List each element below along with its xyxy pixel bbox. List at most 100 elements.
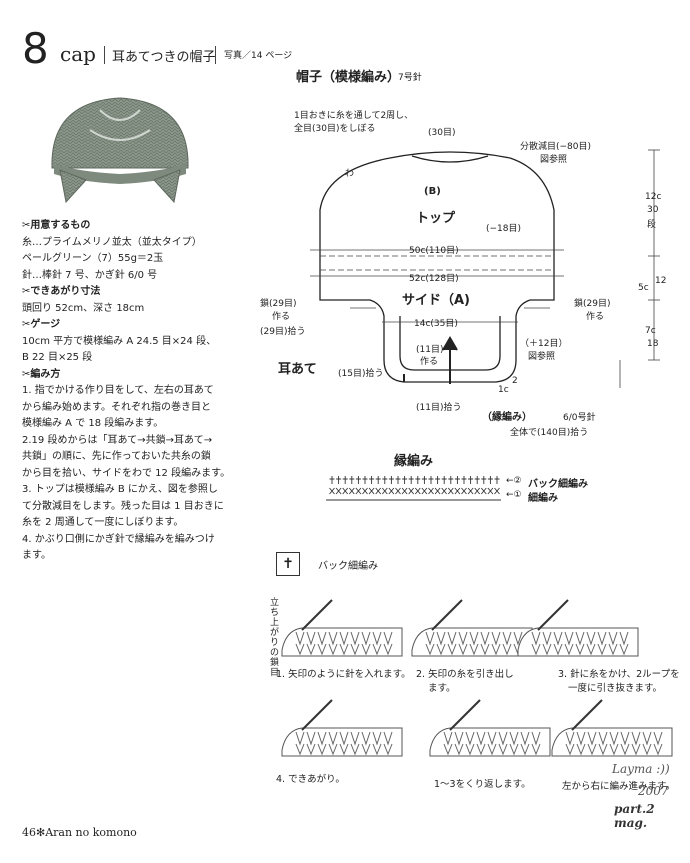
materials-heading: ✂用意するもの [22, 220, 91, 231]
dim-7c: 7c [645, 326, 656, 336]
back-sc-stitch-mark [362, 476, 368, 484]
back-sc-stitch-mark [342, 476, 348, 484]
pattern-number: 8 [22, 24, 49, 73]
method-line: 2.19 段めからは「耳あて→共鎖→耳あて→ [22, 434, 213, 446]
materials-line: ペールグリーン（7）55g＝2玉 [22, 253, 164, 264]
back-sc-stitch-mark [369, 476, 375, 484]
method-line: から目を拾い、サイドをわで 12 段編みます。 [22, 467, 231, 479]
gauge-line: B 22 目×25 段 [22, 352, 93, 363]
dim-2: 2 [512, 376, 518, 386]
hat-diagram [310, 149, 660, 388]
dim-12: 12 [655, 276, 667, 286]
gauge-heading: ✂ゲージ [22, 319, 61, 330]
size-line: 頭回り 52cm、深さ 18cm [22, 302, 145, 314]
pick-11: (11目)拾う [416, 403, 462, 413]
back-sc-stitch-mark [382, 476, 388, 484]
sc-stitch-mark [348, 487, 355, 495]
back-sc-stitch-mark [402, 476, 408, 484]
sc-stitch-mark [421, 487, 428, 495]
watermark-1: Layma :)) [612, 762, 670, 776]
sc-stitch-mark [447, 487, 454, 495]
back-sc-stitch-mark [474, 476, 480, 484]
back-sc-stitch-mark [395, 476, 401, 484]
dim-1c: 1c [498, 385, 509, 395]
ear-label: 耳あて [278, 362, 317, 377]
row-1-marker: ←① [506, 490, 522, 500]
edge-needle: 6/0号針 [563, 413, 596, 423]
sc-stitch-mark [401, 487, 408, 495]
ear-count: (11目) [416, 345, 444, 355]
back-sc-stitch-mark [428, 476, 434, 484]
sc-stitch-mark [487, 487, 494, 495]
sc-stitch-mark [441, 487, 448, 495]
dim-rows: 段 [647, 220, 657, 230]
method-line: ます。 [22, 550, 51, 561]
sc-stitch-mark [362, 487, 368, 495]
sc-stitch-mark [395, 487, 401, 495]
dim-12c: 12c [645, 192, 662, 202]
sc-stitch-mark [408, 487, 415, 495]
edge-stitch-chart [326, 476, 501, 501]
edge-chart-title: 縁編み [394, 454, 434, 469]
method-line: 1. 指でかける作り目をして、左右の耳あて [22, 385, 214, 396]
plus-12: （＋12目） [520, 339, 568, 349]
round-mark: わ [345, 169, 355, 179]
step-3b: 一度に引き抜きます。 [568, 683, 663, 694]
crochet-step-illustration [551, 699, 673, 757]
step-2a: 2. 矢印の糸を引き出し [416, 669, 514, 680]
step-4: 4. できあがり。 [276, 774, 345, 785]
back-sc-stitch-mark [487, 476, 493, 484]
method-line: から編み始めます。それぞれ指の巻き目と [22, 401, 211, 413]
back-sc-stitch-mark [388, 476, 394, 484]
sc-stitch-mark [414, 487, 421, 495]
back-sc-stitch-mark [494, 476, 500, 484]
back-sc-stitch-mark [415, 476, 421, 484]
photo-reference: 写真／14 ページ [224, 51, 293, 61]
back-sc-stitch-mark [349, 476, 355, 484]
chain-right-make: 作る [586, 312, 605, 322]
back-sc-stitch-mark [468, 476, 474, 484]
sc-stitch-mark [454, 487, 461, 495]
pattern-title: 耳あてつきの帽子 [112, 50, 216, 65]
sc-stitch-mark [335, 487, 342, 495]
method-line: 共鎖」の順に、先に作っておいた共糸の鎖 [22, 451, 211, 462]
sc-stitch-mark [368, 487, 375, 495]
top-note-1: 1目おきに糸を通して2周し、 [294, 111, 414, 121]
side-label: サイド（A) [402, 293, 471, 308]
back-sc-stitch-mark [408, 476, 414, 484]
hat-photo [51, 97, 189, 204]
plus-12-ref: 図参照 [528, 352, 556, 362]
dim-30: 30 [647, 205, 659, 215]
sc-stitch-mark [375, 487, 382, 495]
back-sc-illustrations [281, 599, 673, 757]
header-divider [104, 46, 105, 64]
chain-left-make: 作る [272, 312, 291, 322]
width-52: 52c(128目) [409, 274, 459, 284]
edge-total: 全体で(140目)拾う [510, 428, 589, 438]
step-5: 1〜3をくり返します。 [434, 779, 531, 790]
width-50: 50c(110目) [409, 246, 459, 256]
sc-stitch-mark [428, 487, 434, 495]
diagram-needle: 7号針 [398, 73, 422, 83]
sc-stitch-mark [434, 487, 441, 495]
decrease-ref: 図参照 [540, 155, 568, 165]
chain-right: 鎖(29目) [574, 299, 611, 309]
sc-stitch-mark [474, 487, 481, 495]
back-sc-stitch-mark [435, 476, 441, 484]
step-2b: ます。 [428, 683, 456, 694]
back-sc-stitch-mark [461, 476, 467, 484]
top-note-2: 全目(30目)をしぼる [294, 124, 376, 134]
header-divider [215, 46, 216, 64]
crochet-step-illustration [517, 599, 639, 657]
ear-make: 作る [420, 357, 439, 367]
width-14: 14c(35目) [414, 319, 458, 329]
watermark-2: 2007 [638, 784, 669, 798]
step-3a: 3. 針に糸をかけ、2ループを [558, 669, 680, 680]
method-heading: ✂編み方 [22, 368, 61, 380]
minus-18: (−18目) [486, 224, 522, 234]
edge-row-1-label: 細編み [528, 493, 558, 504]
sc-stitch-mark [467, 487, 474, 495]
crochet-step-illustration [429, 699, 551, 757]
sc-stitch-mark [494, 487, 500, 495]
gauge-line: 10cm 平方で模様編み A 24.5 目×24 段、 [22, 335, 217, 347]
